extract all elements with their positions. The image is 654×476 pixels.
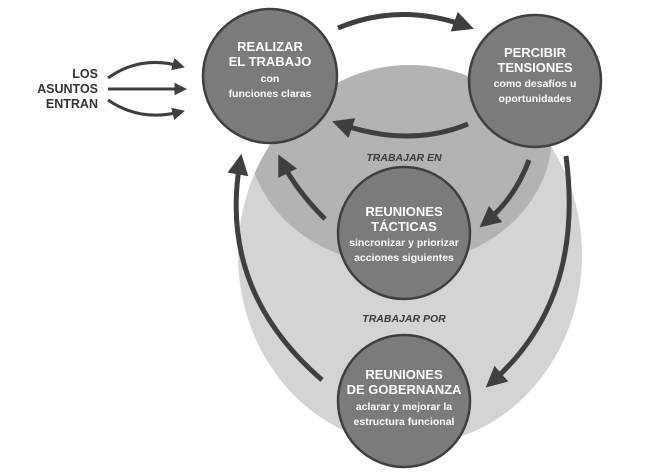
input-arrow-bottom	[107, 98, 185, 120]
node-title: REUNIONES	[365, 367, 443, 382]
node-subtitle: con	[261, 73, 280, 85]
node-tactical-meetings: REUNIONES TÁCTICAS sincronizar y prioriz…	[336, 165, 472, 301]
node-title: TÁCTICAS	[371, 219, 437, 234]
arrow-tactical-to-work	[278, 154, 327, 221]
arrow-tensions-to-work	[332, 118, 469, 139]
node-do-work: REALIZAR EL TRABAJO con funciones claras	[201, 7, 339, 145]
input-label-line: LOS	[72, 67, 98, 81]
input-label-line: ENTRAN	[46, 97, 98, 111]
node-title: PERCIBIR	[504, 45, 567, 60]
input-arrows	[107, 57, 188, 120]
node-title: REALIZAR	[237, 39, 303, 54]
input-arrow-top	[107, 57, 185, 80]
arrow-work-to-tensions	[337, 11, 474, 32]
node-subtitle: como desafíos u	[494, 78, 577, 90]
arrow-tensions-to-governance	[485, 155, 572, 388]
node-sense-tensions: PERCIBIR TENSIONES como desafíos u oport…	[467, 13, 603, 149]
input-label-line: ASUNTOS	[37, 82, 98, 96]
node-title: REUNIONES	[365, 204, 443, 219]
outer-loop-label: TRABAJAR POR	[362, 313, 446, 325]
inner-loop-label: TRABAJAR EN	[366, 152, 442, 164]
node-subtitle: funciones claras	[229, 88, 312, 100]
node-governance-meetings: REUNIONES DE GOBERNANZA aclarar y mejora…	[336, 333, 472, 469]
node-subtitle: oportunidades	[499, 93, 572, 105]
node-subtitle: sincronizar y priorizar	[349, 237, 459, 249]
arrow-governance-to-work	[227, 153, 324, 382]
node-subtitle: acciones siguientes	[354, 252, 454, 264]
node-title: TENSIONES	[497, 60, 572, 75]
node-title: EL TRABAJO	[229, 54, 312, 69]
arrow-tensions-to-tactical	[479, 159, 532, 228]
node-subtitle: aclarar y mejorar la	[356, 401, 452, 413]
node-subtitle: estructura funcional	[354, 416, 455, 428]
node-title: DE GOBERNANZA	[347, 382, 462, 397]
